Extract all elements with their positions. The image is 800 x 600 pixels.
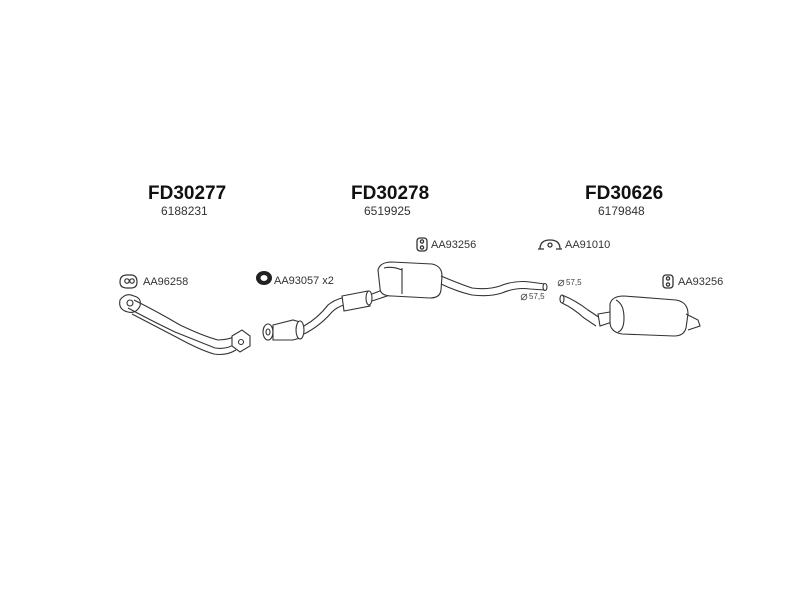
part-number-label: FD30277 [148, 183, 227, 204]
accessory-code: AA93057 [274, 275, 320, 287]
rubber-hanger-icon [662, 274, 674, 289]
oem-number-label: 6519925 [364, 204, 411, 218]
center-section-drawing [262, 261, 548, 341]
gasket-icon [119, 274, 138, 289]
oem-number-label: 6188231 [161, 204, 208, 218]
clamp-icon [538, 239, 562, 250]
part-number-label: FD30278 [351, 183, 430, 204]
diameter-symbol-icon [557, 279, 565, 287]
accessory-code-label: AA91010 [565, 239, 611, 251]
oem-number-label: 6179848 [598, 204, 645, 218]
accessory-code-label: AA96258 [143, 276, 189, 288]
part-number-label: FD30626 [585, 183, 664, 204]
rubber-hanger-icon [416, 237, 428, 252]
accessory-code-label: AA93256 [678, 276, 724, 288]
front-pipe-drawing [119, 294, 251, 356]
accessory-code-label: AA93256 [431, 239, 477, 251]
diameter-symbol-icon [520, 293, 528, 301]
diameter-label: 57,5 [529, 292, 545, 301]
diameter-label: 57,5 [566, 278, 582, 287]
accessory-qty: x2 [322, 275, 334, 287]
sealing-ring-icon [256, 271, 272, 285]
rear-silencer-drawing [559, 294, 701, 337]
